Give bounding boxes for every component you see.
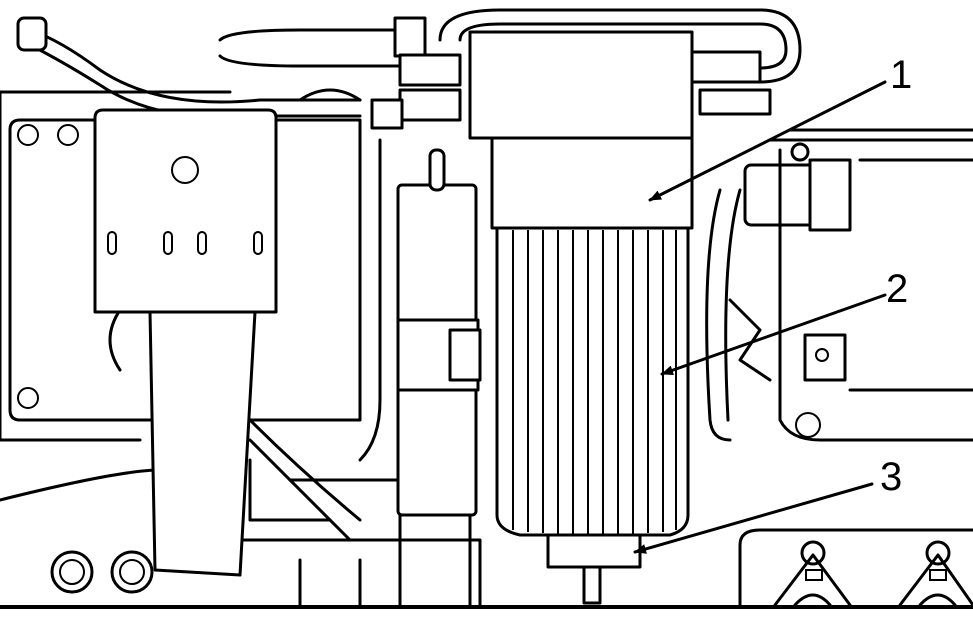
- filter-base-head: [468, 30, 694, 140]
- control-module: [93, 108, 278, 577]
- water-separator-bowl: [546, 533, 642, 569]
- fuel-filter-assembly: [468, 30, 694, 605]
- filter-element: [495, 226, 690, 537]
- callout-2-leader: [660, 293, 887, 376]
- drain-valve: [582, 565, 602, 605]
- right-side-components: [705, 128, 973, 607]
- sensor-housing: [358, 138, 482, 607]
- callout-2-label: 2: [886, 267, 908, 311]
- callout-1-leader: [648, 80, 887, 202]
- callout-1-label: 1: [890, 53, 912, 97]
- callout-leaders: [633, 80, 887, 554]
- callout-3-leader: [633, 482, 874, 554]
- fuel-lines: [16, 8, 802, 130]
- engine-background: [0, 88, 482, 607]
- filter-ribs: [512, 230, 677, 534]
- mounting-bolts: [50, 550, 154, 594]
- callout-3-label: 3: [880, 455, 902, 499]
